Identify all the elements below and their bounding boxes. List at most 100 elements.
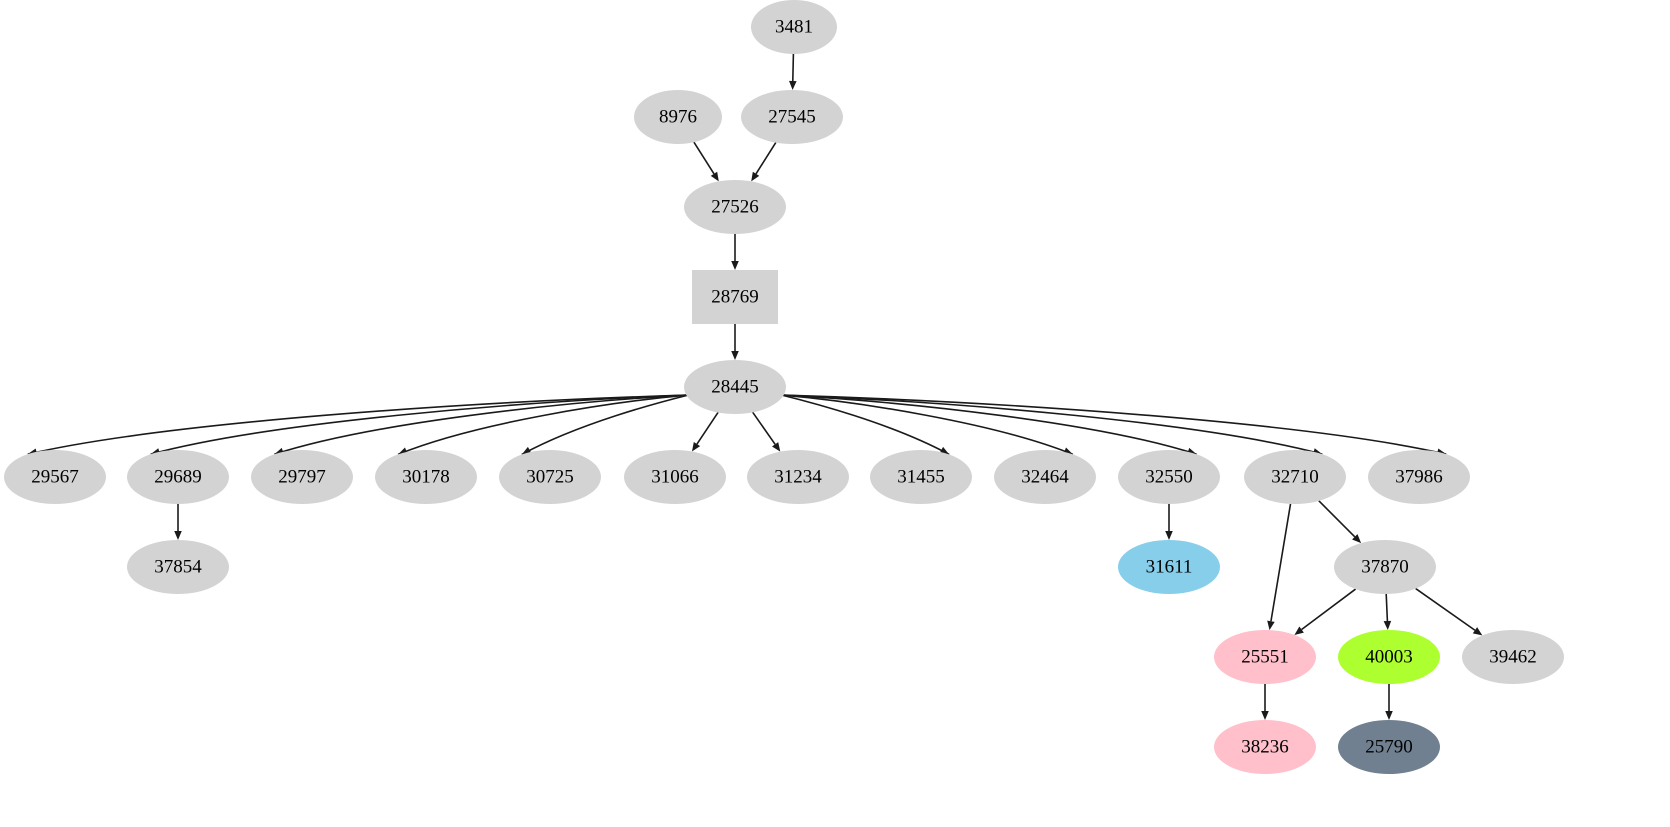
edge-28769-to-28445: [731, 324, 739, 360]
graph-node-31611[interactable]: 31611: [1118, 540, 1220, 594]
edge-37870-to-39462: [1415, 587, 1483, 636]
graph-node-32710[interactable]: 32710: [1244, 450, 1346, 504]
edge-line: [752, 411, 776, 445]
node-rect[interactable]: [692, 270, 778, 324]
node-ellipse[interactable]: [634, 90, 722, 144]
edge-arrowhead: [1261, 711, 1269, 720]
graph-node-32550[interactable]: 32550: [1118, 450, 1220, 504]
edge-line: [781, 394, 1197, 456]
node-ellipse[interactable]: [375, 450, 477, 504]
node-ellipse[interactable]: [1214, 630, 1316, 684]
edge-line: [792, 53, 795, 82]
node-ellipse[interactable]: [741, 90, 843, 144]
edge-32710-to-25551: [1267, 503, 1292, 631]
node-ellipse[interactable]: [870, 450, 972, 504]
node-ellipse[interactable]: [1368, 450, 1470, 504]
node-ellipse[interactable]: [1338, 720, 1440, 774]
graph-node-29797[interactable]: 29797: [251, 450, 353, 504]
edge-line: [781, 394, 1074, 456]
edge-arrowhead: [772, 442, 781, 452]
graph-node-40003[interactable]: 40003: [1338, 630, 1440, 684]
node-ellipse[interactable]: [1462, 630, 1564, 684]
edge-line: [755, 142, 777, 175]
node-ellipse[interactable]: [1334, 540, 1436, 594]
edge-line: [781, 394, 1323, 455]
edge-arrowhead: [1472, 627, 1483, 636]
graph-node-25551[interactable]: 25551: [1214, 630, 1316, 684]
edge-line: [27, 394, 689, 455]
edge-line: [1415, 587, 1476, 631]
node-ellipse[interactable]: [127, 450, 229, 504]
graph-node-28445[interactable]: 28445: [684, 360, 786, 414]
edge-37870-to-40003: [1383, 593, 1392, 631]
node-ellipse[interactable]: [751, 0, 837, 54]
edge-arrowhead: [751, 171, 760, 182]
node-ellipse[interactable]: [1338, 630, 1440, 684]
edge-arrowhead: [174, 531, 182, 540]
graph-node-29567[interactable]: 29567: [4, 450, 106, 504]
node-ellipse[interactable]: [1118, 450, 1220, 504]
node-ellipse[interactable]: [1214, 720, 1316, 774]
edge-line: [781, 394, 1447, 455]
node-ellipse[interactable]: [1244, 450, 1346, 504]
graph-node-37854[interactable]: 37854: [127, 540, 229, 594]
graph-node-38236[interactable]: 38236: [1214, 720, 1316, 774]
edge-line: [274, 394, 689, 456]
edge-line: [693, 141, 715, 175]
edge-37870-to-25551: [1294, 588, 1357, 635]
graph-node-37870[interactable]: 37870: [1334, 540, 1436, 594]
edge-arrowhead: [691, 441, 701, 452]
edge-line: [1270, 503, 1292, 622]
node-ellipse[interactable]: [684, 180, 786, 234]
edge-line: [1318, 500, 1356, 538]
graph-node-31066[interactable]: 31066: [624, 450, 726, 504]
edge-arrowhead: [1383, 620, 1392, 631]
edge-line: [397, 394, 689, 456]
graph-node-32464[interactable]: 32464: [994, 450, 1096, 504]
edge-arrowhead: [789, 80, 797, 91]
node-ellipse[interactable]: [684, 360, 786, 414]
graph-node-27545[interactable]: 27545: [741, 90, 843, 144]
graph-node-31234[interactable]: 31234: [747, 450, 849, 504]
edge-arrowhead: [1352, 534, 1362, 544]
node-ellipse[interactable]: [747, 450, 849, 504]
edge-8976-to-27526: [693, 141, 719, 182]
edge-25551-to-38236: [1261, 684, 1269, 720]
node-ellipse[interactable]: [4, 450, 106, 504]
edge-arrowhead: [1294, 626, 1304, 635]
graph-node-30725[interactable]: 30725: [499, 450, 601, 504]
node-ellipse[interactable]: [1118, 540, 1220, 594]
node-ellipse[interactable]: [499, 450, 601, 504]
edge-28445-to-31066: [691, 412, 719, 452]
graph-node-29689[interactable]: 29689: [127, 450, 229, 504]
edge-line: [781, 394, 950, 456]
edge-arrowhead: [1165, 531, 1173, 540]
graph-node-30178[interactable]: 30178: [375, 450, 477, 504]
graph-node-28769[interactable]: 28769: [692, 270, 778, 324]
node-ellipse[interactable]: [127, 540, 229, 594]
graph-node-3481[interactable]: 3481: [751, 0, 837, 54]
edge-arrowhead: [1385, 711, 1393, 720]
edge-arrowhead: [731, 261, 739, 270]
edge-arrowhead: [731, 351, 739, 360]
node-ellipse[interactable]: [624, 450, 726, 504]
edge-line: [1301, 588, 1357, 631]
edge-32550-to-31611: [1165, 504, 1173, 540]
graph-node-27526[interactable]: 27526: [684, 180, 786, 234]
edge-40003-to-25790: [1385, 684, 1393, 720]
edge-29689-to-37854: [174, 504, 182, 540]
graph-node-8976[interactable]: 8976: [634, 90, 722, 144]
edge-32710-to-37870: [1318, 500, 1362, 544]
edge-layer: [27, 53, 1483, 720]
edge-line: [696, 412, 719, 445]
edge-line: [521, 394, 689, 456]
node-ellipse[interactable]: [994, 450, 1096, 504]
graph-node-25790[interactable]: 25790: [1338, 720, 1440, 774]
edge-28445-to-31234: [752, 411, 781, 452]
graph-node-39462[interactable]: 39462: [1462, 630, 1564, 684]
graph-node-31455[interactable]: 31455: [870, 450, 972, 504]
graph-node-37986[interactable]: 37986: [1368, 450, 1470, 504]
node-ellipse[interactable]: [251, 450, 353, 504]
edge-line: [150, 394, 689, 455]
